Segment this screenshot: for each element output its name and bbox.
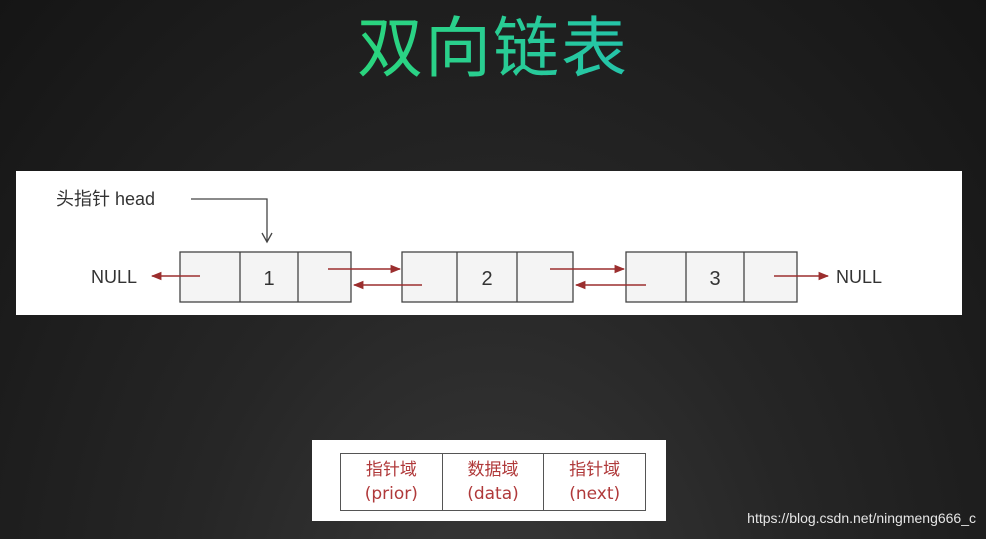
legend-cell-prior-name: 指针域 [365,460,417,480]
page-title: 双向链表 [0,6,986,92]
diagram-svg: 头指针 head NULL NULL 1 2 3 [56,189,882,303]
head-pointer-arrowhead [261,232,273,244]
null-left-label: NULL [91,267,137,287]
legend-cell-next-sub: (next) [569,484,621,504]
legend-cell-prior: 指针域 (prior) [341,454,442,510]
legend-cell-data-sub: (data) [467,484,519,504]
linked-list-diagram: 头指针 head NULL NULL 1 2 3 [16,171,962,315]
legend-cell-next: 指针域 (next) [543,454,645,510]
legend-cell-data-name: 数据域 [467,460,519,480]
node-1: 1 [179,251,352,303]
node-3: 3 [625,251,798,303]
legend-cell-prior-sub: (prior) [364,484,418,504]
node-3-data: 3 [709,268,720,290]
node-structure-legend: 指针域 (prior) 数据域 (data) 指针域 (next) [312,440,666,521]
legend-cell-data: 数据域 (data) [441,454,544,510]
head-pointer-label: 头指针 head [56,189,155,209]
node-2: 2 [401,251,574,303]
node-3-box [625,251,798,303]
legend-cell-next-name: 指针域 [569,460,621,480]
node-1-data: 1 [263,268,274,290]
watermark-url: https://blog.csdn.net/ningmeng666_c [747,510,976,526]
legend-table: 指针域 (prior) 数据域 (data) 指针域 (next) [340,453,646,511]
node-1-box [179,251,352,303]
null-right-label: NULL [836,267,882,287]
node-2-data: 2 [481,268,492,290]
head-pointer-arrow [191,198,268,241]
node-2-box [401,251,574,303]
